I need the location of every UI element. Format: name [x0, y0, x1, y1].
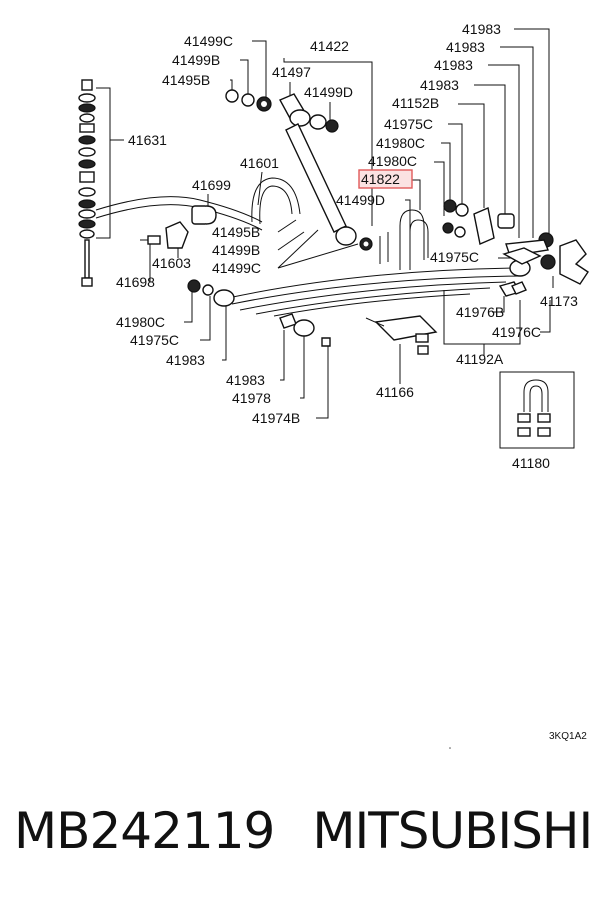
- bracket-41603: [140, 221, 189, 249]
- label-41499B-mid: 41499B: [212, 242, 260, 258]
- label-41976B: 41976B: [456, 304, 504, 320]
- stabilizer-bar-41601: [95, 177, 301, 231]
- diagram-code: 3KQ1A2: [549, 731, 587, 742]
- label-41975C-right: 41975C: [430, 249, 479, 265]
- highlight-box-41822: [358, 169, 413, 189]
- label-41980C-top2: 41980C: [368, 153, 417, 169]
- label-41495B-mid: 41495B: [212, 224, 260, 240]
- hanger-assembly: [442, 199, 589, 285]
- footer-title: MB242119 MITSUBISHI: [14, 802, 600, 860]
- label-41975C-top: 41975C: [384, 116, 433, 132]
- label-41499D-top: 41499D: [304, 84, 353, 100]
- label-41499C-mid: 41499C: [212, 260, 261, 276]
- label-41983-d: 41983: [420, 77, 459, 93]
- label-41980C-top1: 41980C: [376, 135, 425, 151]
- label-41983-c: 41983: [434, 57, 473, 73]
- label-41983-low1: 41983: [166, 352, 205, 368]
- label-41499D-mid: 41499D: [336, 192, 385, 208]
- label-41983-a: 41983: [462, 21, 501, 37]
- label-41603: 41603: [152, 255, 191, 271]
- label-41173: 41173: [540, 293, 578, 309]
- label-41601: 41601: [240, 155, 279, 171]
- plate-41166: [365, 315, 438, 355]
- label-41180: 41180: [512, 455, 550, 471]
- label-41422: 41422: [310, 38, 349, 54]
- label-41983-b: 41983: [446, 39, 485, 55]
- label-41983-low2: 41983: [226, 372, 265, 388]
- part-drawings: [78, 79, 589, 437]
- label-41980C-low: 41980C: [116, 314, 165, 330]
- label-41699: 41699: [192, 177, 231, 193]
- bushing-41978: [279, 313, 331, 347]
- label-41499B-top: 41499B: [172, 52, 220, 68]
- label-41495B-top: 41495B: [162, 72, 210, 88]
- label-41631: 41631: [128, 132, 167, 148]
- label-41976C: 41976C: [492, 324, 541, 340]
- pad-41976B: [511, 281, 527, 295]
- shock-absorber-41422: [225, 89, 373, 251]
- label-41974B: 41974B: [252, 410, 300, 426]
- footer-part-number: MB242119: [14, 802, 275, 860]
- leaf-spring: [187, 247, 542, 317]
- label-41499C-top: 41499C: [184, 33, 233, 49]
- u-bolt-41822: [379, 209, 429, 270]
- label-41822: 41822: [361, 171, 400, 187]
- label-41978: 41978: [232, 390, 271, 406]
- footer-brand: MITSUBISHI: [312, 802, 593, 860]
- bolt-stack-41631: [78, 79, 96, 287]
- label-41698: 41698: [116, 274, 155, 290]
- label-41497: 41497: [272, 64, 311, 80]
- stray-dot: [449, 747, 451, 749]
- label-41192A: 41192A: [456, 351, 504, 367]
- label-41152B: 41152B: [392, 95, 439, 111]
- label-41975C-low: 41975C: [130, 332, 179, 348]
- u-bolt-kit-41180: [517, 379, 551, 437]
- label-41166: 41166: [376, 384, 414, 400]
- parts-diagram: 41983 41983 41983 41983 41499C 41422 414…: [78, 21, 589, 749]
- part-labels: 41983 41983 41983 41983 41499C 41422 414…: [116, 21, 578, 471]
